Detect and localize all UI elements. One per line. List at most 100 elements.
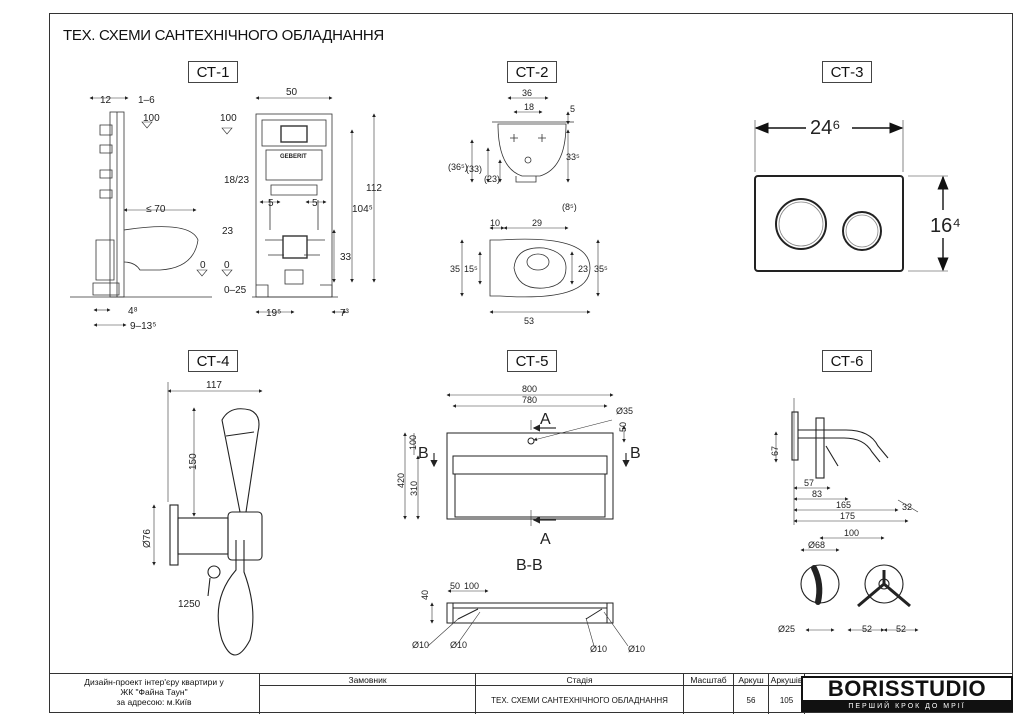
ct4-dimensions — [152, 382, 263, 566]
customer-label: Замовник — [260, 674, 475, 686]
ct6-spout — [798, 429, 889, 463]
ct3-small-button — [842, 211, 882, 251]
title-block-sheet: Аркуш 56 — [734, 674, 769, 714]
ct1-drawing — [70, 111, 338, 298]
stage-label: Стадія — [476, 674, 683, 686]
stage-value: ТЕХ. СХЕМИ САНТЕХНІЧНОГО ОБЛАДНАННЯ — [491, 695, 668, 705]
sheet-value: 56 — [746, 695, 756, 705]
ct5-dim-50: 50 — [618, 422, 628, 432]
ct2-dim-53: 53 — [524, 316, 534, 326]
ct5-sec-dim-f1: Ø10 — [412, 640, 429, 650]
ct4-drawing — [169, 408, 263, 656]
ct1-dim-labels: 12 1–6 100 ≤ 70 0 4⁸ 9–13⁵ 50 100 18/23 … — [100, 87, 382, 332]
ct1-dim-23: 23 — [222, 226, 234, 237]
ct5-section-bb — [446, 602, 614, 624]
panel-label-ct5: СТ-5 — [507, 350, 557, 372]
ct6-wall-plate — [791, 411, 799, 461]
project-line-2: ЖК "Файна Таун" — [120, 687, 188, 697]
ct1-dim-0-25: 0–25 — [224, 285, 247, 296]
ct6-dim-165: 165 — [836, 500, 851, 510]
panel-label-ct3: СТ-3 — [822, 61, 872, 83]
ct2-dim-labels: 36 18 5 33⁵ (36⁵) (33) (23) (8⁵) 10 29 3… — [448, 88, 608, 326]
ct1-dim-100a: 100 — [143, 113, 160, 124]
ct6-dimensions — [774, 398, 919, 632]
ct6-dim-57: 57 — [804, 478, 814, 488]
ct6-dim-100: 100 — [844, 528, 859, 538]
ct3-drawing: 24⁶ 16⁴ — [754, 116, 961, 272]
ct4-dim-117: 117 — [206, 380, 222, 391]
studio-logo: BORISSTUDIO ПЕРШИЙ КРОК ДО МРІЇ — [801, 676, 1013, 712]
title-block-scale: Масштаб — [684, 674, 734, 714]
ct5-dim-labels: 800 780 Ø35 50 100 420 310 A A B B B-B 5… — [396, 384, 645, 654]
logo-name: BORISSTUDIO — [801, 676, 1013, 702]
title-block-sheets: Аркушів 105 — [769, 674, 805, 714]
ct5-sec-dim-100: 100 — [464, 581, 479, 591]
ct4-hose — [217, 540, 254, 656]
title-block-stage: Стадія ТЕХ. СХЕМИ САНТЕХНІЧНОГО ОБЛАДНАН… — [476, 674, 684, 714]
ct6-dim-67: 67 — [770, 446, 780, 456]
ct2-bowl-top — [489, 238, 591, 298]
ct1-dim-5a: 5 — [268, 198, 274, 209]
ct1-dim-19: 19⁵ — [266, 308, 281, 319]
ct5-dimensions — [403, 393, 630, 647]
sheet-title: ТЕХ. СХЕМИ САНТЕХНІЧНОГО ОБЛАДНАННЯ — [63, 27, 384, 44]
panel-label-ct6: СТ-6 — [822, 350, 872, 372]
ct6-dim-175: 175 — [840, 511, 855, 521]
ct5-cut-b-left: B — [418, 445, 429, 462]
ct1-dim-1-6: 1–6 — [138, 95, 155, 106]
title-block-project: Дизайн-проект інтер'єру квартири у ЖК "Ф… — [49, 674, 260, 714]
ct5-dim-780: 780 — [522, 395, 537, 405]
ct2-dim-18: 18 — [524, 102, 534, 112]
ct5-dim-100: 100 — [408, 435, 418, 450]
ct1-dim-100b: 100 — [220, 113, 237, 124]
ct6-dim-83: 83 — [812, 489, 822, 499]
ct2-dim-23b: (23) — [484, 174, 500, 184]
logo-slogan: ПЕРШИЙ КРОК ДО МРІЇ — [801, 702, 1013, 712]
ct1-dim-9-13: 9–13⁵ — [130, 321, 156, 332]
ct1-dim-70: ≤ 70 — [146, 204, 166, 215]
ct2-bowl-front — [497, 123, 567, 177]
ct5-dim-310: 310 — [409, 481, 419, 496]
ct5-sec-dim-f2: Ø10 — [450, 640, 467, 650]
ct1-dim-7: 7³ — [340, 308, 350, 319]
ct2-dim-29: 29 — [532, 218, 542, 228]
ct6-dim-25: Ø25 — [778, 624, 795, 634]
ct6-dim-labels: 67 57 83 165 175 32 100 Ø68 Ø25 52 52 — [770, 446, 912, 634]
ct4-wall-plate — [169, 504, 179, 566]
ct2-drawing — [489, 121, 591, 298]
ct5-sec-dim-40: 40 — [420, 590, 430, 600]
ct3-dim-height: 16⁴ — [930, 215, 961, 237]
ct4-dim-1250: 1250 — [178, 599, 201, 610]
ct1-bowl-side — [123, 226, 199, 271]
ct2-dim-33: 33⁵ — [566, 152, 580, 162]
ct4-dim-150: 150 — [188, 453, 199, 470]
ct1-dim-33: 33 — [340, 252, 352, 263]
ct1-dim-112: 112 — [366, 183, 382, 194]
ct3-big-button — [775, 198, 827, 250]
ct4-dim-labels: 117 150 Ø76 1250 — [142, 380, 222, 610]
project-line-3: за адресою: м.Київ — [116, 697, 192, 707]
ct5-vanity-front — [446, 432, 614, 520]
sheet-label: Аркуш — [734, 674, 768, 686]
ct2-dim-5: 5 — [570, 104, 575, 114]
ct6-dim-68: Ø68 — [808, 540, 825, 550]
ct2-dim-15: 15⁵ — [464, 264, 478, 274]
ct1-dim-104: 104⁵ — [352, 204, 373, 215]
ct2-dim-8: (8⁵) — [562, 202, 577, 212]
ct5-sec-dim-f3: Ø10 — [590, 644, 607, 654]
sheets-value: 105 — [779, 695, 794, 705]
ct5-cut-a-top: A — [540, 411, 551, 428]
sheet-frame — [49, 13, 1013, 713]
ct5-drawing — [446, 432, 614, 624]
ct2-dim-36: 36 — [522, 88, 532, 98]
ct2-dimensions — [460, 96, 600, 314]
ct2-dim-35b: 35⁵ — [594, 264, 608, 274]
ct2-dim-23: 23 — [578, 264, 588, 274]
ct1-dim-12: 12 — [100, 95, 112, 106]
ct1-dim-18-23: 18/23 — [224, 175, 249, 186]
title-block-customer: Замовник — [260, 674, 476, 714]
ct4-hand-shower — [221, 408, 260, 513]
ct1-dimensions — [89, 96, 376, 327]
project-line-1: Дизайн-проект інтер'єру квартири у — [84, 677, 224, 687]
